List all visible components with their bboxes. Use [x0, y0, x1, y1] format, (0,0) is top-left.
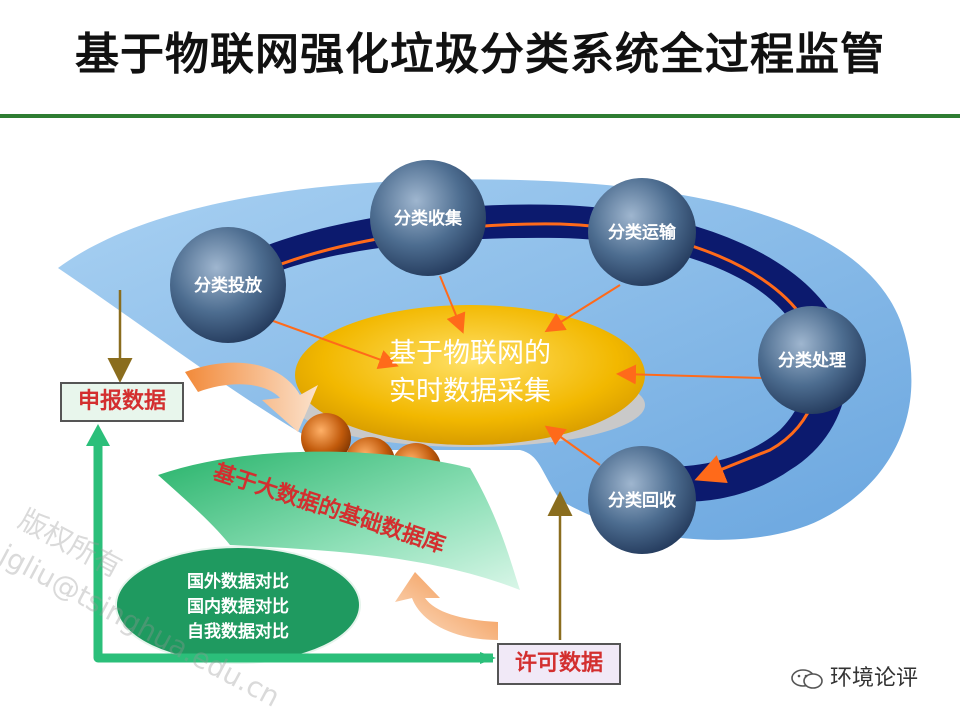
connector-transport — [544, 284, 621, 333]
flow-arrow-up — [395, 572, 498, 640]
svg-text:分类回收: 分类回收 — [608, 490, 676, 511]
wechat-icon — [791, 669, 823, 689]
data-ball — [301, 413, 351, 463]
node-put: 分类投放 — [170, 227, 286, 343]
report-data-box: 申报数据 — [60, 382, 184, 422]
brand: 环境论评 — [790, 662, 918, 696]
feedback-arrow-start — [480, 652, 496, 664]
node-recycle: 分类回收 — [588, 446, 696, 554]
feedback-arrow-head — [86, 424, 110, 446]
page-title: 基于物联网强化垃圾分类系统全过程监管 — [75, 29, 885, 80]
svg-text:分类投放: 分类投放 — [194, 275, 263, 296]
connector-process — [616, 364, 763, 385]
connector-recycle — [544, 425, 601, 466]
center-label-line1: 基于物联网的 — [389, 338, 551, 369]
node-transport: 分类运输 — [588, 178, 696, 286]
permit-data-box: 许可数据 — [497, 643, 621, 685]
svg-text:分类收集: 分类收集 — [394, 208, 463, 229]
dark-ring — [200, 204, 848, 502]
feedback-arrow — [93, 440, 493, 663]
connector-collect — [439, 275, 466, 334]
database-band — [158, 451, 520, 590]
comparison-ellipse — [115, 546, 361, 664]
node-collect: 分类收集 — [370, 160, 486, 276]
svg-text:分类处理: 分类处理 — [778, 350, 846, 371]
title-divider — [0, 114, 960, 118]
center-label-line2: 实时数据采集 — [389, 376, 551, 407]
brand-label: 环境论评 — [830, 666, 919, 691]
center-platform — [295, 305, 645, 445]
connector-put — [264, 317, 399, 369]
node-process: 分类处理 — [758, 306, 866, 414]
comparison-item: 国内数据对比 — [187, 596, 289, 617]
comparison-item: 国外数据对比 — [187, 571, 289, 592]
comparison-item: 自我数据对比 — [187, 621, 289, 642]
svg-text:分类运输: 分类运输 — [608, 222, 677, 243]
flow-arrow-down — [185, 362, 318, 432]
